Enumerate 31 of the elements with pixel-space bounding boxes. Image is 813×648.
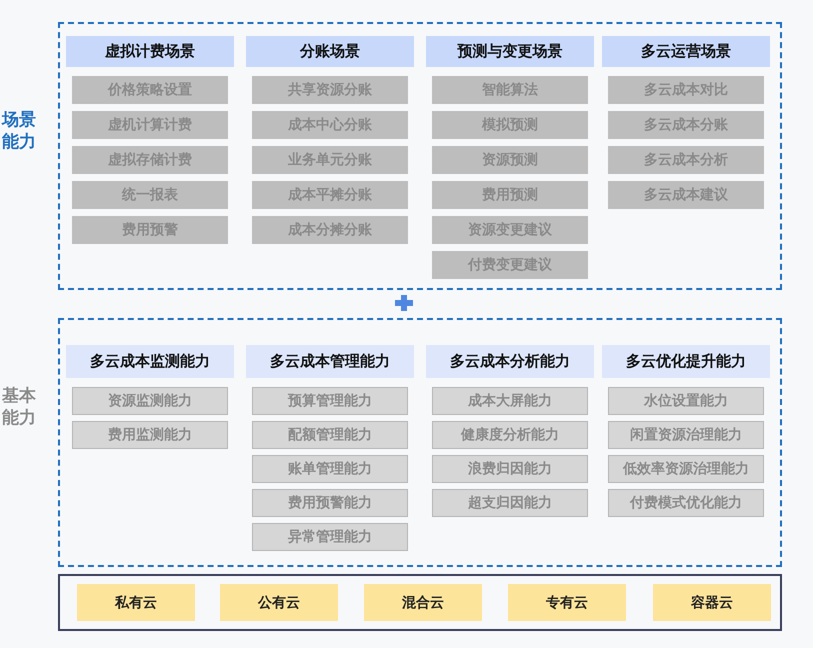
capability-tag: 付费模式优化能力 (608, 489, 764, 517)
column-header: 多云成本管理能力 (246, 345, 414, 378)
capability-tag: 费用监测能力 (72, 421, 228, 449)
capability-tag: 账单管理能力 (252, 455, 408, 483)
column-header: 预测与变更场景 (426, 36, 594, 67)
cloud-type-tag: 专有云 (508, 584, 626, 621)
section-label: 基本能力 (2, 385, 37, 429)
cloud-type-tag: 混合云 (364, 584, 482, 621)
platform-panel (58, 574, 782, 631)
column-header: 分账场景 (246, 36, 414, 67)
column-header: 多云成本分析能力 (426, 345, 594, 378)
column-header: 虚拟计费场景 (66, 36, 234, 67)
capability-tag: 资源监测能力 (72, 387, 228, 415)
capability-tag: 水位设置能力 (608, 387, 764, 415)
cloud-type-tag: 公有云 (220, 584, 338, 621)
capability-tag: 配额管理能力 (252, 421, 408, 449)
capability-tag: 成本大屏能力 (432, 387, 588, 415)
column-header: 多云成本监测能力 (66, 345, 234, 378)
capability-tag: 超支归因能力 (432, 489, 588, 517)
capability-tag: 闲置资源治理能力 (608, 421, 764, 449)
capability-tag: 费用预警能力 (252, 489, 408, 517)
column-header: 多云优化提升能力 (602, 345, 770, 378)
capability-tag: 预算管理能力 (252, 387, 408, 415)
capability-tag: 浪费归因能力 (432, 455, 588, 483)
capability-tag: 低效率资源治理能力 (608, 455, 764, 483)
capability-tag: 健康度分析能力 (432, 421, 588, 449)
column-header: 多云运营场景 (602, 36, 770, 67)
section-label: 场景能力 (2, 109, 37, 153)
cloud-type-tag: 私有云 (77, 584, 195, 621)
capability-tag: 异常管理能力 (252, 523, 408, 551)
cloud-type-tag: 容器云 (653, 584, 771, 621)
